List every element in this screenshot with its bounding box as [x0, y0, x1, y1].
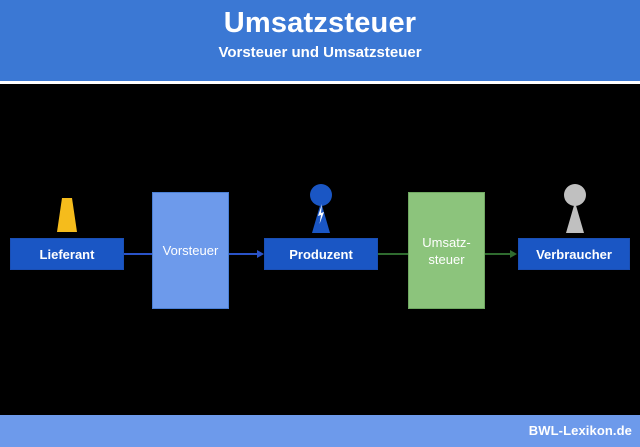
header-divider: [0, 81, 640, 84]
connector-vorsteuer-to-produzent: [228, 253, 258, 255]
node-umsatzsteuer[interactable]: Umsatz- steuer: [408, 192, 485, 309]
node-umsatzsteuer-label: Umsatz- steuer: [422, 234, 471, 267]
page-footer: BWL-Lexikon.de: [0, 415, 640, 447]
arrowhead-to-verbraucher-icon: [510, 250, 517, 258]
node-vorsteuer-label: Vorsteuer: [162, 243, 219, 258]
node-verbraucher-label: Verbraucher: [536, 246, 612, 262]
watermark-label: BWL-Lexikon.de: [528, 423, 632, 438]
arrowhead-to-produzent-icon: [257, 250, 264, 258]
page-subtitle: Vorsteuer und Umsatzsteuer: [218, 44, 422, 61]
page-title: Umsatzsteuer: [223, 7, 417, 39]
connector-produzent-to-umsatzsteuer: [378, 253, 409, 255]
connector-umsatzsteuer-to-verbraucher: [484, 253, 511, 255]
factory-funnel-icon: [50, 198, 84, 234]
node-lieferant-label: Lieferant: [39, 246, 95, 262]
connector-lieferant-to-vorsteuer: [124, 253, 153, 255]
node-vorsteuer[interactable]: Vorsteuer: [152, 192, 229, 309]
node-produzent-label: Produzent: [289, 246, 353, 262]
page-header: Umsatzsteuer Vorsteuer und Umsatzsteuer: [0, 0, 640, 81]
consumer-person-icon: [557, 182, 593, 234]
node-verbraucher[interactable]: Verbraucher: [518, 238, 630, 270]
node-lieferant[interactable]: Lieferant: [10, 238, 124, 270]
node-produzent[interactable]: Produzent: [264, 238, 378, 270]
producer-person-bolt-icon: [303, 182, 339, 234]
